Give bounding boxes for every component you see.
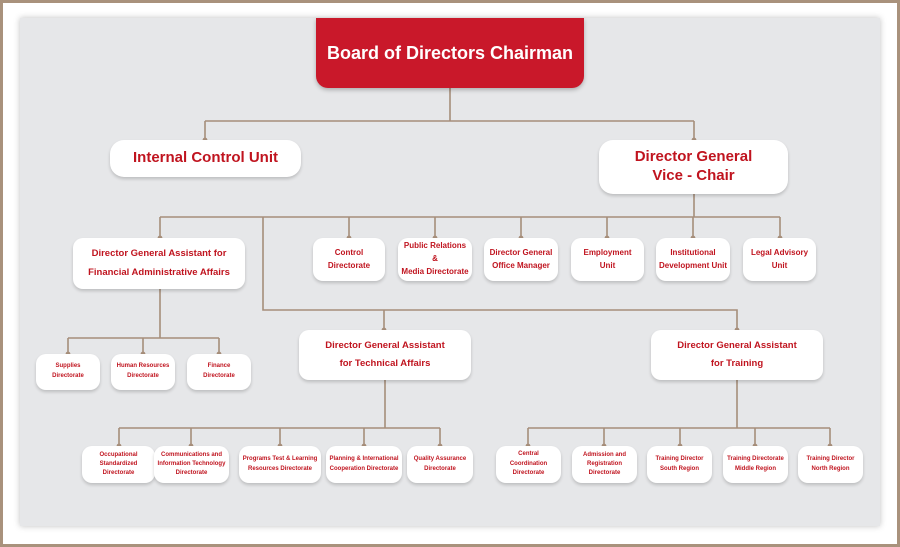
leaf-line: Directorate	[127, 373, 159, 379]
node-programs-test: Programs Test & Learning Resources Direc…	[239, 446, 321, 483]
leaf-line: Planning & International	[329, 455, 399, 462]
node-unit-institutional-development: Institutional Development Unit	[656, 238, 730, 281]
leaf-line: Registration	[586, 461, 622, 468]
node-unit-employment: Employment Unit	[571, 238, 644, 281]
leaf-line: South Region	[660, 465, 699, 472]
unit-label-line2: Media Directorate	[401, 266, 469, 276]
node-quality-assurance: Quality Assurance Directorate	[407, 446, 473, 483]
connector-technical	[118, 380, 441, 446]
leaf-line: Standardized	[99, 461, 138, 468]
leaf-line: Occupational	[99, 452, 138, 459]
node-chairman: Board of Directors Chairman	[316, 18, 584, 88]
node-training-south: Training Director South Region	[647, 446, 712, 483]
leaf-line: Directorate	[52, 373, 84, 379]
leaf-line: Directorate	[512, 470, 545, 477]
leaf-line: Communications and	[160, 452, 222, 459]
leaf-line: Supplies	[55, 363, 81, 370]
node-training-line1: Director General Assistant	[677, 339, 797, 351]
unit-label-line2: Office Manager	[492, 260, 550, 270]
unit-label-line1: Legal Advisory	[750, 247, 809, 257]
leaf-line: Programs Test & Learning	[242, 455, 318, 462]
node-occupational-standardized: Occupational Standardized Directorate	[82, 446, 155, 483]
unit-label-line1: Institutional	[670, 247, 716, 257]
node-training-assistant: Director General Assistant for Training	[651, 330, 823, 380]
unit-label-line2: Unit	[599, 260, 616, 270]
leaf-line: Middle Region	[735, 465, 776, 472]
leaf-line: Cooperation Directorate	[329, 465, 399, 472]
leaf-line: Information Technology	[157, 461, 226, 468]
unit-label-line1: Public Relations &	[403, 241, 467, 264]
unit-label-line2: Directorate	[327, 260, 371, 270]
node-dg-line1: Director General	[634, 148, 753, 166]
node-communications-it: Communications and Information Technolog…	[154, 446, 229, 483]
node-financial-line1: Director General Assistant for	[91, 248, 227, 260]
leaf-line: Finance	[207, 363, 231, 370]
node-planning-international: Planning & International Cooperation Dir…	[326, 446, 402, 483]
node-human-resources-directorate: Human Resources Directorate	[111, 354, 175, 390]
leaf-line: Directorate	[588, 469, 621, 476]
node-training-middle: Training Directorate Middle Region	[723, 446, 788, 483]
node-central-coordination: Central Coordination Directorate	[496, 446, 561, 483]
node-technical-line1: Director General Assistant	[325, 339, 445, 351]
leaf-line: Directorate	[102, 469, 135, 476]
connector-financial	[67, 289, 220, 354]
node-chairman-label: Board of Directors Chairman	[326, 42, 574, 63]
leaf-line: Central Coordination	[509, 451, 548, 467]
leaf-line: Admission and	[582, 452, 626, 459]
leaf-line: Training Directorate	[727, 455, 784, 462]
node-unit-control-directorate: Control Directorate	[313, 238, 385, 281]
node-finance-directorate: Finance Directorate	[187, 354, 251, 390]
unit-label-line1: Employment	[583, 247, 632, 257]
connector-assistants	[262, 217, 738, 330]
leaf-line: Training Director	[806, 455, 855, 462]
unit-label-line1: Director General	[489, 247, 553, 257]
connector-dg	[159, 194, 781, 238]
leaf-line: Directorate	[175, 469, 208, 476]
leaf-line: Human Resources	[116, 363, 170, 370]
unit-label-line2: Unit	[771, 260, 788, 270]
leaf-line: Training Director	[655, 455, 704, 462]
node-director-general-vice-chair: Director General Vice - Chair	[599, 140, 788, 194]
connector-training	[527, 380, 831, 446]
node-financial-line2: Financial Administrative Affairs	[88, 266, 230, 278]
node-unit-public-relations: Public Relations & Media Directorate	[398, 238, 472, 281]
unit-label-line1: Control	[334, 247, 364, 257]
node-technical-line2: for Technical Affairs	[339, 358, 431, 369]
node-supplies-directorate: Supplies Directorate	[36, 354, 100, 390]
node-internal-control-unit: Internal Control Unit	[110, 140, 301, 177]
node-unit-legal-advisory: Legal Advisory Unit	[743, 238, 816, 281]
leaf-line: Directorate	[203, 373, 235, 379]
leaf-line: Directorate	[424, 465, 456, 472]
leaf-line: North Region	[811, 465, 850, 472]
node-admission-registration: Admission and Registration Directorate	[572, 446, 637, 483]
connector-chair	[204, 88, 695, 140]
node-training-line2: for Training	[710, 358, 764, 369]
leaf-line: Quality Assurance	[413, 455, 467, 462]
node-unit-office-manager: Director General Office Manager	[484, 238, 558, 281]
node-financial-assistant: Director General Assistant for Financial…	[73, 238, 245, 289]
node-training-north: Training Director North Region	[798, 446, 863, 483]
node-dg-line2: Vice - Chair	[652, 167, 735, 184]
node-internal-control-unit-label: Internal Control Unit	[133, 149, 278, 167]
node-technical-assistant: Director General Assistant for Technical…	[299, 330, 471, 380]
leaf-line: Resources Directorate	[247, 465, 313, 472]
unit-label-line2: Development Unit	[659, 260, 728, 270]
